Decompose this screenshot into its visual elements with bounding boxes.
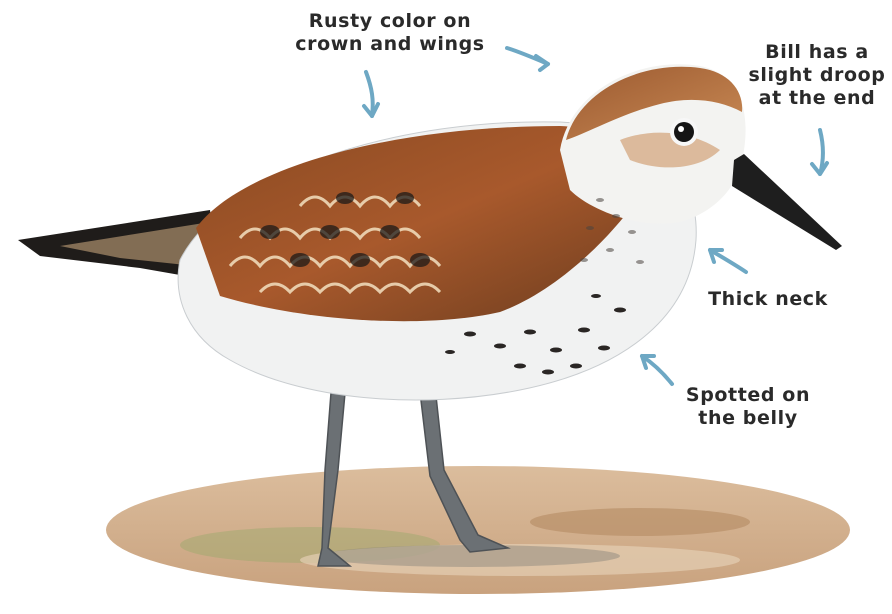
label-bill-line-3: at the end bbox=[744, 87, 890, 110]
eye bbox=[670, 118, 698, 146]
label-bill-line-2: slight droop bbox=[744, 64, 890, 87]
label-bill-line-1: Bill has a bbox=[744, 41, 890, 64]
label-bill-droop: Bill has a slight droop at the end bbox=[744, 41, 890, 110]
arrow-belly bbox=[642, 356, 672, 384]
label-belly-line-1: Spotted on bbox=[676, 384, 820, 407]
label-thick-neck: Thick neck bbox=[700, 288, 836, 311]
label-neck-line-1: Thick neck bbox=[700, 288, 836, 311]
label-spotted-belly: Spotted on the belly bbox=[676, 384, 820, 430]
ground bbox=[106, 466, 850, 594]
label-rusty-color: Rusty color on crown and wings bbox=[285, 10, 495, 56]
label-rusty-line-2: crown and wings bbox=[285, 33, 495, 56]
label-rusty-line-1: Rusty color on bbox=[285, 10, 495, 33]
label-belly-line-2: the belly bbox=[676, 407, 820, 430]
